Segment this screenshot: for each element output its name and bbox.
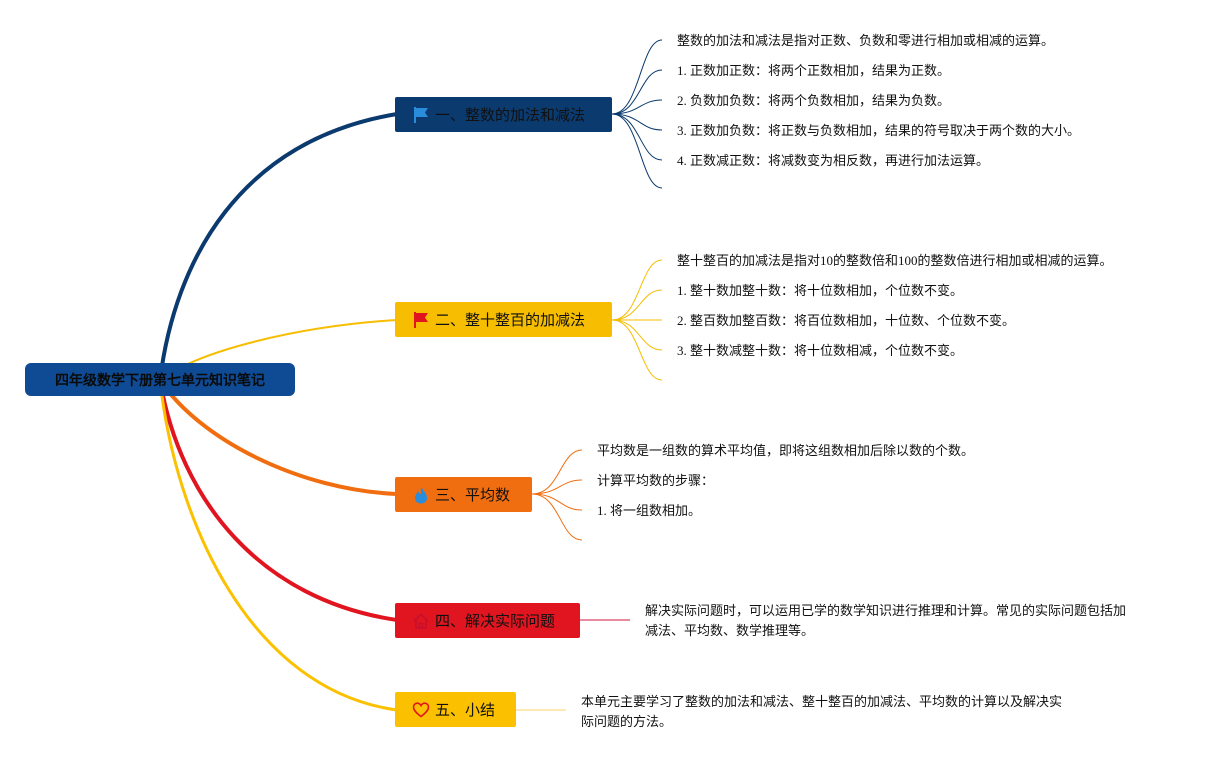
link-root-branch-3 — [158, 378, 398, 496]
note-1-5: 4. 正数减正数：将减数变为相反数，再进行加法运算。 — [677, 153, 990, 168]
note-3-1: 平均数是一组数的算术平均值，即将这组数相加后除以数的个数。 — [597, 443, 975, 458]
note-1-1: 整数的加法和减法是指对正数、负数和零进行相加或相减的运算。 — [677, 33, 1055, 48]
note-4-1: 解决实际问题时，可以运用已学的数学知识进行推理和计算。常见的实际问题包括加减法、… — [645, 603, 1127, 638]
fan-branch-2 — [611, 259, 663, 381]
root-title: 四年级数学下册第七单元知识笔记 — [55, 372, 265, 389]
branch-2[interactable]: 二、整十整百的加减法 — [395, 302, 612, 337]
note-5-1: 本单元主要学习了整数的加法和减法、整十整百的加减法、平均数的计算以及解决实际问题… — [581, 694, 1063, 729]
note-1-4: 3. 正数加负数：将正数与负数相加，结果的符号取决于两个数的大小。 — [677, 123, 1081, 138]
flag-icon — [411, 105, 431, 125]
flame-icon — [411, 485, 431, 505]
flag-icon — [411, 310, 431, 330]
home-icon — [411, 611, 431, 631]
note-2-3: 2. 整百数加整百数：将百位数相加，十位数、个位数不变。 — [677, 313, 1016, 328]
branch-5[interactable]: 五、小结 — [395, 692, 516, 727]
heart-icon — [411, 700, 431, 720]
link-root-branch-4 — [158, 379, 398, 622]
link-root-branch-1 — [158, 112, 398, 381]
branch-label: 三、平均数 — [435, 486, 511, 504]
fan-branch-1 — [611, 39, 663, 189]
note-3-3: 1. 将一组数相加。 — [597, 503, 702, 518]
branch-4[interactable]: 四、解决实际问题 — [395, 603, 580, 638]
branch-label: 二、整十整百的加减法 — [435, 311, 586, 329]
note-2-1: 整十整百的加减法是指对10的整数倍和100的整数倍进行相加或相减的运算。 — [677, 253, 1113, 268]
link-root-branch-5 — [158, 379, 398, 712]
branch-label: 四、解决实际问题 — [435, 612, 556, 630]
note-1-2: 1. 正数加正数：将两个正数相加，结果为正数。 — [677, 63, 951, 78]
fan-branch-3 — [531, 449, 583, 541]
branch-label: 五、小结 — [435, 701, 496, 719]
branch-1[interactable]: 一、整数的加法和减法 — [395, 97, 612, 132]
root-topic[interactable]: 四年级数学下册第七单元知识笔记 — [25, 363, 295, 396]
branch-3[interactable]: 三、平均数 — [395, 477, 532, 512]
note-1-3: 2. 负数加负数：将两个负数相加，结果为负数。 — [677, 93, 951, 108]
branch-label: 一、整数的加法和减法 — [435, 106, 586, 124]
note-2-4: 3. 整十数减整十数：将十位数相减，个位数不变。 — [677, 343, 964, 358]
note-3-2: 计算平均数的步骤： — [597, 473, 715, 488]
note-2-2: 1. 整十数加整十数：将十位数相加，个位数不变。 — [677, 283, 964, 298]
